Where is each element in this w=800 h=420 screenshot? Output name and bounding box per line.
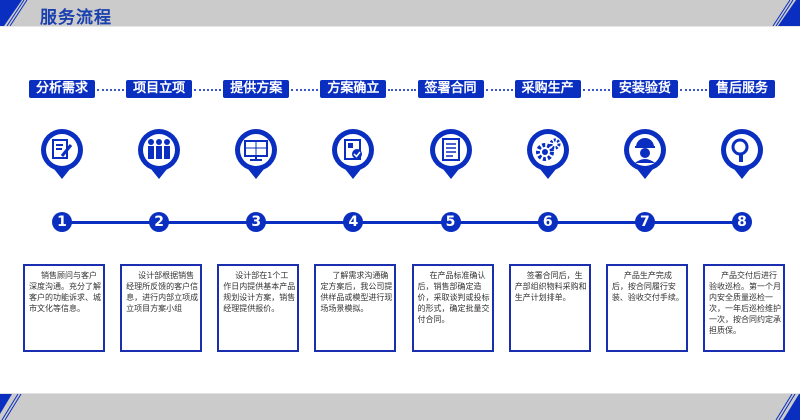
dotted-connector bbox=[194, 89, 222, 91]
step-label: 方案确立 bbox=[320, 80, 387, 98]
document-edit-icon bbox=[52, 139, 73, 159]
worker-icon bbox=[634, 138, 655, 163]
step-number: 5 bbox=[440, 212, 461, 232]
step-description: 销售顾问与客户深度沟通。充分了解客户的功能诉求、城市文化等信息。 bbox=[23, 264, 105, 352]
step-label: 签署合同 bbox=[417, 80, 484, 98]
step-description: 在产品标准确认后，销售部确定造价，采取谈判或投标的形式，确定批量交付合同。 bbox=[411, 264, 494, 352]
step-description: 设计部在1个工作日内提供基本产品规划设计方案，销售经理提供报价。 bbox=[217, 264, 300, 352]
team-icon bbox=[148, 139, 171, 159]
header-bar: 服务流程 bbox=[0, 0, 800, 27]
step-description: 签署合同后，生产部组织物料采购和生产计划排单。 bbox=[508, 264, 591, 352]
dotted-connector bbox=[388, 89, 416, 91]
step-number: 2 bbox=[149, 212, 170, 232]
map-pin bbox=[331, 128, 375, 186]
map-pin bbox=[623, 128, 667, 186]
map-pin bbox=[137, 128, 181, 186]
header-decoration bbox=[0, 0, 800, 26]
dotted-connector bbox=[485, 89, 513, 91]
step-label: 提供方案 bbox=[223, 80, 290, 98]
step-number: 6 bbox=[537, 212, 558, 232]
step-number: 4 bbox=[343, 212, 364, 232]
map-pin bbox=[526, 128, 570, 186]
step-label: 分析需求 bbox=[29, 80, 95, 98]
dotted-connector bbox=[679, 89, 707, 91]
step-description: 设计部根据销售经理所反馈的客户信息，进行内部立项成立项目方案小组 bbox=[120, 264, 203, 352]
document-check-icon bbox=[344, 139, 363, 160]
step-number: 7 bbox=[634, 212, 655, 232]
footer-decoration bbox=[0, 394, 800, 420]
step-number: 1 bbox=[52, 212, 72, 232]
step-number: 8 bbox=[731, 212, 752, 232]
map-pin bbox=[234, 128, 278, 186]
map-pin bbox=[720, 128, 764, 186]
step-label: 售后服务 bbox=[708, 80, 775, 98]
step-label: 项目立项 bbox=[126, 80, 193, 98]
step-number: 3 bbox=[246, 212, 267, 232]
map-pin bbox=[429, 128, 473, 186]
step-description: 产品交付后进行验收巡检。第一个月内安全质量巡检一次，一年后巡检维护一次，按合同约… bbox=[702, 264, 785, 352]
dotted-connector bbox=[97, 89, 125, 91]
monitor-icon bbox=[244, 140, 269, 161]
map-pin bbox=[40, 128, 84, 186]
step-description: 了解需求沟通确定方案后，我公司提供样品或模型进行现场场景模拟。 bbox=[314, 264, 397, 352]
footer-bar bbox=[0, 393, 800, 420]
contract-icon bbox=[441, 138, 460, 161]
gears-icon bbox=[535, 138, 561, 161]
step-label: 安装验货 bbox=[611, 80, 678, 98]
step-description: 产品生产完成后，按合同履行安装、验收交付手续。 bbox=[605, 264, 688, 352]
timeline-line bbox=[62, 221, 742, 224]
magnifier-icon bbox=[731, 138, 749, 162]
page-title: 服务流程 bbox=[40, 8, 112, 27]
step-label: 采购生产 bbox=[514, 80, 581, 98]
dotted-connector bbox=[582, 89, 610, 91]
dotted-connector bbox=[291, 89, 319, 91]
